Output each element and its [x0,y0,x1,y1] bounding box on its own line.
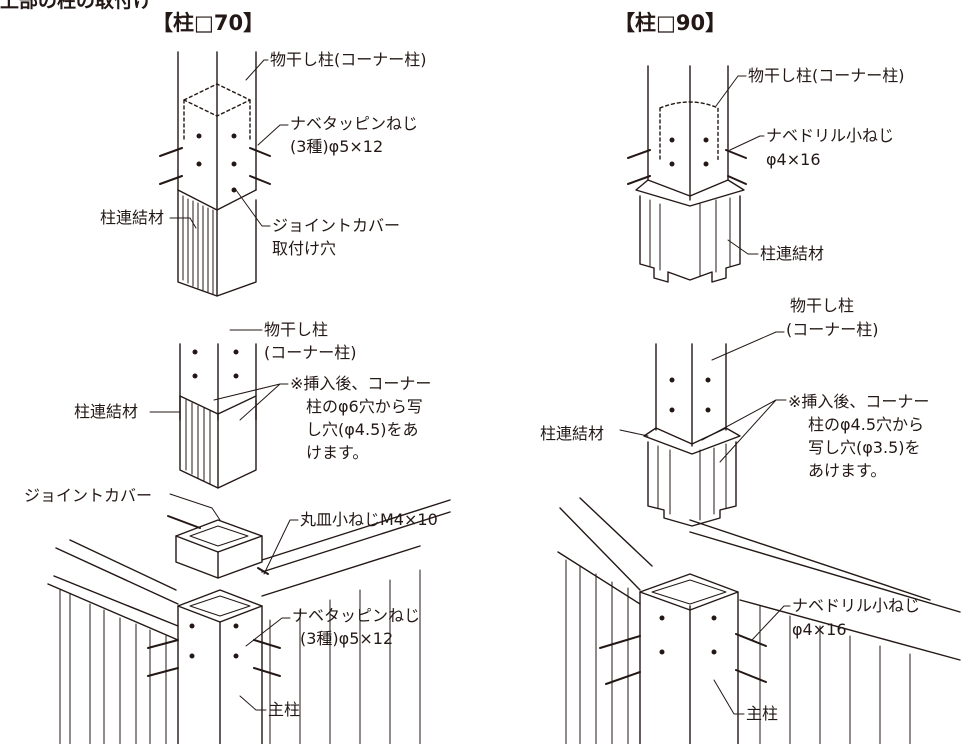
left-upper-cover-hole-line1: ジョイントカバー [272,216,401,235]
left-upper-post-label: 物干し柱(コーナー柱) [270,50,427,69]
left-lower-screw-line1: ナベタッピンねじ [292,606,421,625]
left-upper-screw-line1: ナベタッピンねじ [290,114,419,133]
right-upper-screw-line2: φ4×16 [766,150,821,169]
left-lower-round-screw-label: 丸皿小ねじM4×10 [300,510,438,529]
right-lower-note-line4: あけます。 [808,461,887,480]
right-lower-screw-line2: φ4×16 [792,620,847,639]
left-lower-main-post-label: 主柱 [268,700,301,719]
right-lower-post-line1: 物干し柱 [790,296,855,315]
right-lower-note-line2: 柱のφ4.5穴から [808,415,925,434]
left-lower-post-line2: (コーナー柱) [264,343,357,362]
left-lower-coupler-label: 柱連結材 [74,402,139,421]
right-lower-note-line3: 写し穴(φ3.5)を [808,438,921,457]
left-upper-assembly [159,51,289,297]
left-lower-note-line1: ※挿入後、コーナー [290,374,432,393]
right-upper-assembly [627,65,765,283]
left-lower-note-line4: けます。 [306,443,369,462]
left-title: 【柱□70】 [152,11,265,35]
left-lower-note-line2: 柱のφ6穴から写 [306,397,423,416]
right-lower-assembly [557,331,961,745]
left-lower-note-line3: し穴(φ4.5)をあ [306,420,419,439]
right-upper-screw-line1: ナベドリル小ねじ [766,126,895,145]
right-lower-screw-line1: ナベドリル小ねじ [792,596,921,615]
right-lower-note-line1: ※挿入後、コーナー [788,392,930,411]
right-upper-post-label: 物干し柱(コーナー柱) [748,66,905,85]
left-upper-screw-line2: (3種)φ5×12 [290,137,384,156]
left-upper-coupler-label: 柱連結材 [100,208,165,227]
right-upper-coupler-label: 柱連結材 [760,244,825,263]
left-lower-assembly [47,329,451,745]
left-lower-joint-cover-label: ジョイントカバー [24,486,153,505]
left-lower-post-line1: 物干し柱 [264,320,329,339]
right-lower-main-post-label: 主柱 [746,704,779,723]
right-lower-post-line2: (コーナー柱) [786,320,879,339]
right-lower-coupler-label: 柱連結材 [540,424,605,443]
right-title: 【柱□90】 [614,11,727,35]
left-lower-screw-line2: (3種)φ5×12 [300,629,394,648]
top-heading: 上部の柱の取付け [0,0,153,12]
left-upper-cover-hole-line2: 取付け穴 [272,239,337,258]
